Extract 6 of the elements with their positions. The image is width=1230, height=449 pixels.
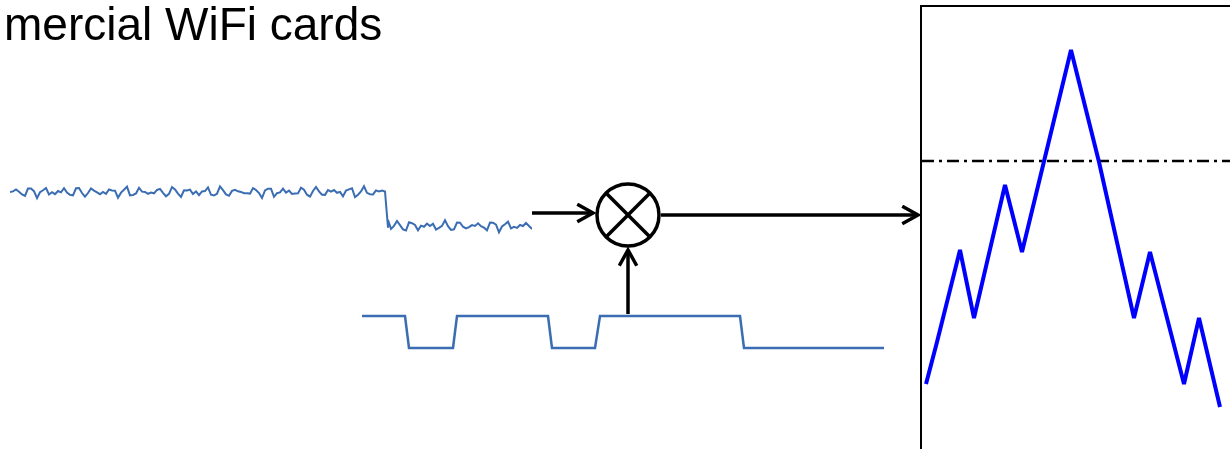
arrow xyxy=(532,202,595,224)
square-wave xyxy=(360,314,886,350)
multiplier-symbol xyxy=(595,182,661,248)
title: mercial WiFi cards xyxy=(4,0,383,52)
arrow xyxy=(617,248,639,314)
arrow xyxy=(661,204,920,226)
